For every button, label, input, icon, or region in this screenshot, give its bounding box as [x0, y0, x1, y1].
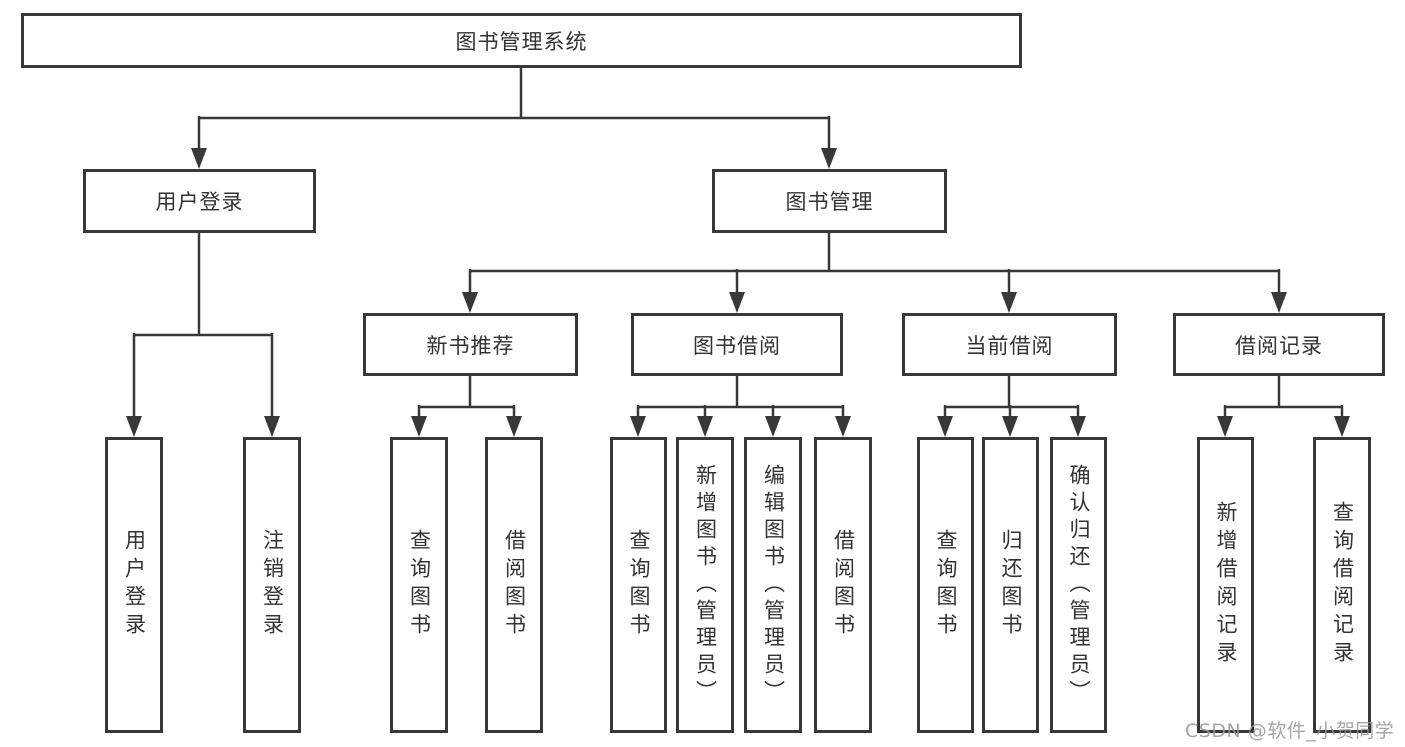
node-label: 确认归还（管理员）	[1067, 463, 1091, 707]
node-borrow-books: 借阅图书	[814, 437, 872, 733]
node-query-borrow-record: 查询借阅记录	[1313, 437, 1371, 733]
node-label: 借阅记录	[1235, 333, 1323, 358]
node-label: 查询图书	[407, 529, 432, 641]
csdn-watermark: CSDN @软件_小贺同学	[1185, 720, 1395, 742]
node-recommend-query-books: 查询图书	[390, 437, 448, 733]
node-return-books: 归还图书	[982, 437, 1039, 733]
node-label: 图书管理系统	[455, 29, 588, 54]
node-label: 查询图书	[627, 529, 651, 641]
node-label: 查询借阅记录	[1330, 501, 1355, 669]
node-add-borrow-record: 新增借阅记录	[1197, 437, 1254, 733]
node-user-login-action: 用户登录	[105, 437, 163, 733]
node-recommend-borrow-books: 借阅图书	[485, 437, 543, 733]
node-label: 新增借阅记录	[1214, 501, 1238, 669]
node-label: 用户登录	[155, 190, 244, 214]
node-new-book-recommendation: 新书推荐	[363, 313, 578, 376]
node-borrowing-records: 借阅记录	[1173, 313, 1385, 376]
node-book-management: 图书管理	[712, 169, 947, 233]
node-label: 新书推荐	[426, 333, 515, 358]
node-edit-books-admin: 编辑图书（管理员）	[744, 437, 802, 733]
node-label: 图书管理	[785, 190, 874, 214]
node-confirm-return-admin: 确认归还（管理员）	[1050, 437, 1107, 733]
node-current-query-books: 查询图书	[917, 437, 974, 733]
node-label: 借阅图书	[502, 529, 527, 641]
node-label: 编辑图书（管理员）	[761, 463, 786, 707]
node-add-books-admin: 新增图书（管理员）	[676, 437, 734, 733]
node-book-borrowing: 图书借阅	[631, 313, 843, 376]
node-current-borrowing: 当前借阅	[902, 313, 1117, 376]
node-label: 图书借阅	[693, 333, 781, 358]
node-label: 用户登录	[122, 529, 147, 641]
node-label: 查询图书	[934, 529, 958, 641]
node-user-login: 用户登录	[83, 169, 316, 233]
node-borrow-query-books: 查询图书	[610, 437, 667, 733]
node-label: 借阅图书	[831, 529, 856, 641]
node-label: 新增图书（管理员）	[693, 463, 718, 707]
node-library-management-system: 图书管理系统	[21, 13, 1022, 68]
node-label: 当前借阅	[965, 333, 1054, 358]
node-logout-action: 注销登录	[243, 437, 301, 733]
node-label: 注销登录	[260, 529, 285, 641]
node-label: 归还图书	[999, 529, 1023, 641]
